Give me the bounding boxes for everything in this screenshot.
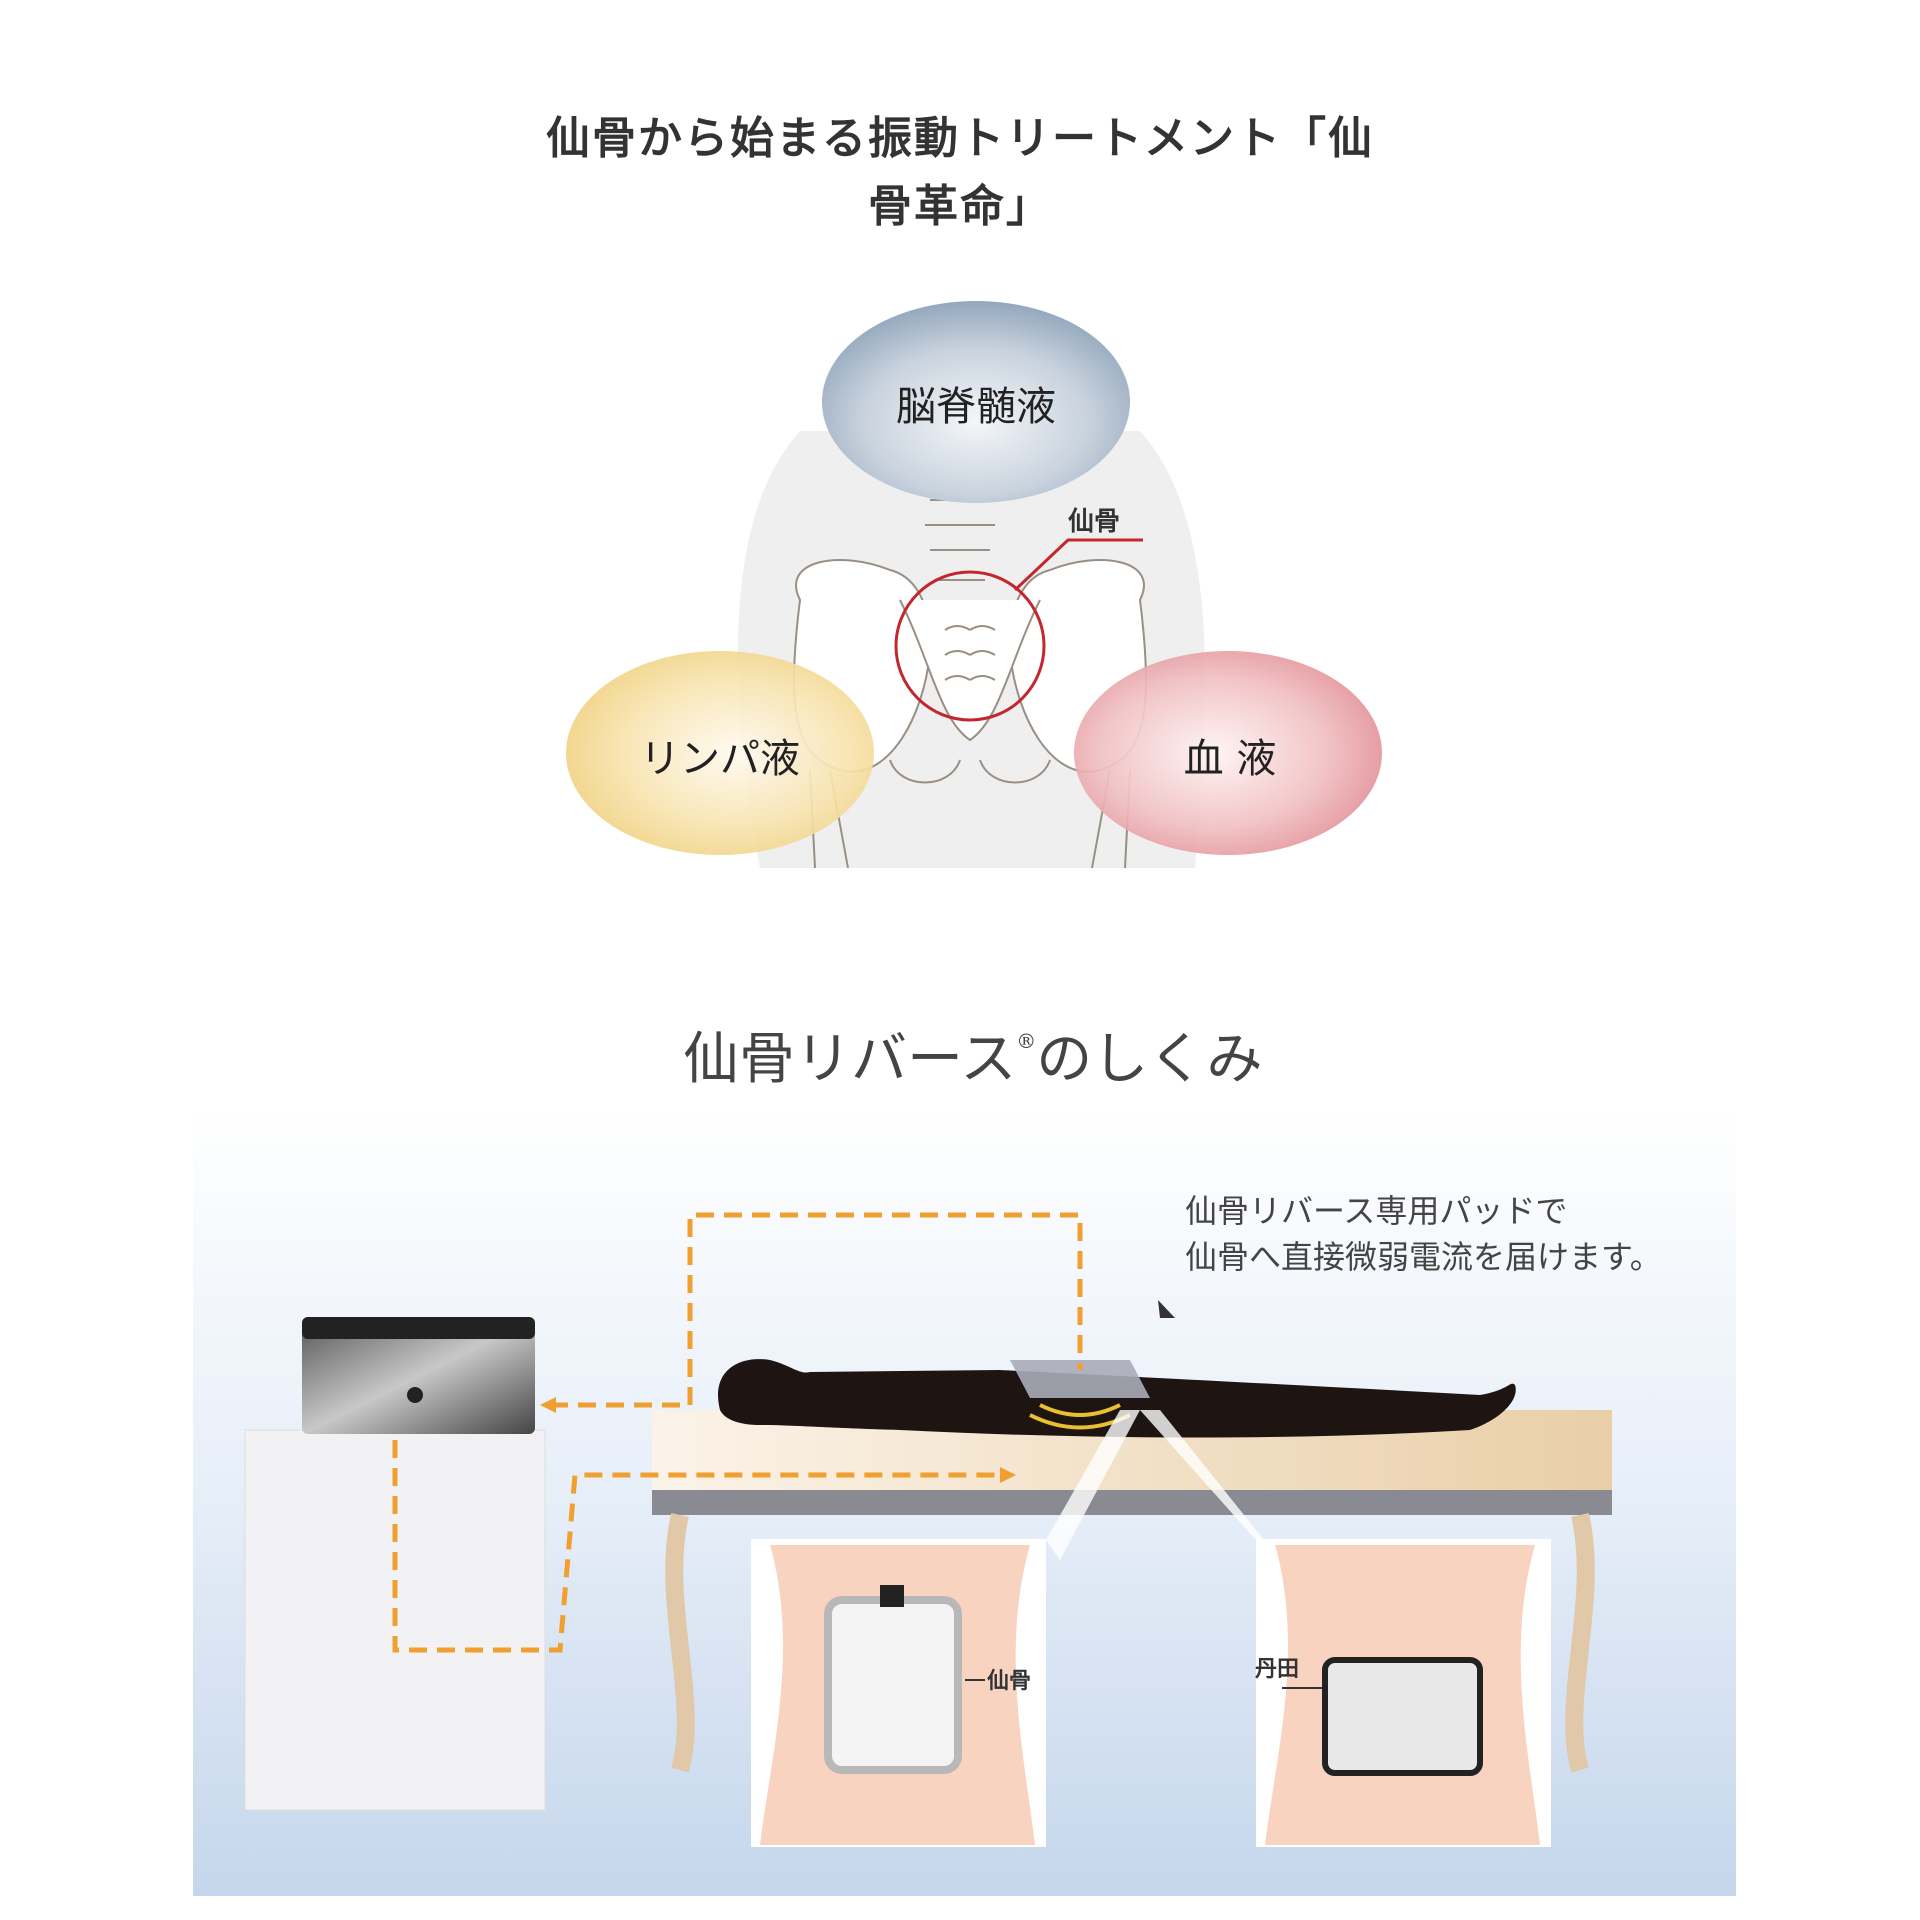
title-line-2: 骨革命」 <box>868 181 1052 232</box>
caption-line-1: 仙骨リバース専用パッドで <box>1185 1192 1567 1230</box>
bubble-label-cerebrospinal: 脳脊髄液 <box>896 384 1056 430</box>
current-flow-path <box>392 1212 1083 1653</box>
sacrum-leader-line <box>1013 538 1143 592</box>
dantian-pad <box>1322 1657 1483 1776</box>
sacrum-label: 仙骨 <box>1068 507 1120 537</box>
bubble-lymph <box>566 651 874 855</box>
mechanism-illustration: 仙骨リバース専用パッドで 仙骨へ直接微弱電流を届けます。 仙骨 丹田 <box>193 1108 1736 1896</box>
sacrum-highlight-circle <box>894 570 1046 722</box>
bubble-label-lymph: リンパ液 <box>640 736 800 782</box>
device-power-button <box>407 1387 423 1403</box>
bubble-label-blood: 血 液 <box>1184 736 1277 782</box>
sacrum-pad <box>824 1596 962 1774</box>
person-silhouette <box>718 1359 1516 1438</box>
mechanism-title: 仙骨リバース®のしくみ <box>683 1027 1262 1092</box>
pad <box>1010 1360 1150 1398</box>
inset-back: 仙骨 <box>751 1539 1046 1847</box>
inset-dantian-label: 丹田 <box>1255 1657 1299 1682</box>
inset-sacrum-label: 仙骨 <box>987 1668 1031 1694</box>
bubble-cerebrospinal-fluid <box>822 301 1130 503</box>
title-line-1: 仙骨から始まる振動トリートメント「仙 <box>546 113 1374 164</box>
inset-front: 丹田 <box>1255 1539 1551 1847</box>
caption-line-2: 仙骨へ直接微弱電流を届けます。 <box>1185 1238 1662 1276</box>
treatment-device <box>302 1317 535 1434</box>
pointer-arrow <box>1158 1300 1175 1318</box>
anatomy-diagram: 仙骨 脳脊髄液 リンパ液 血 液 <box>566 301 1382 869</box>
bubble-blood <box>1074 651 1382 855</box>
page-title: 仙骨から始まる振動トリートメント「仙 骨革命」 <box>0 105 1920 241</box>
